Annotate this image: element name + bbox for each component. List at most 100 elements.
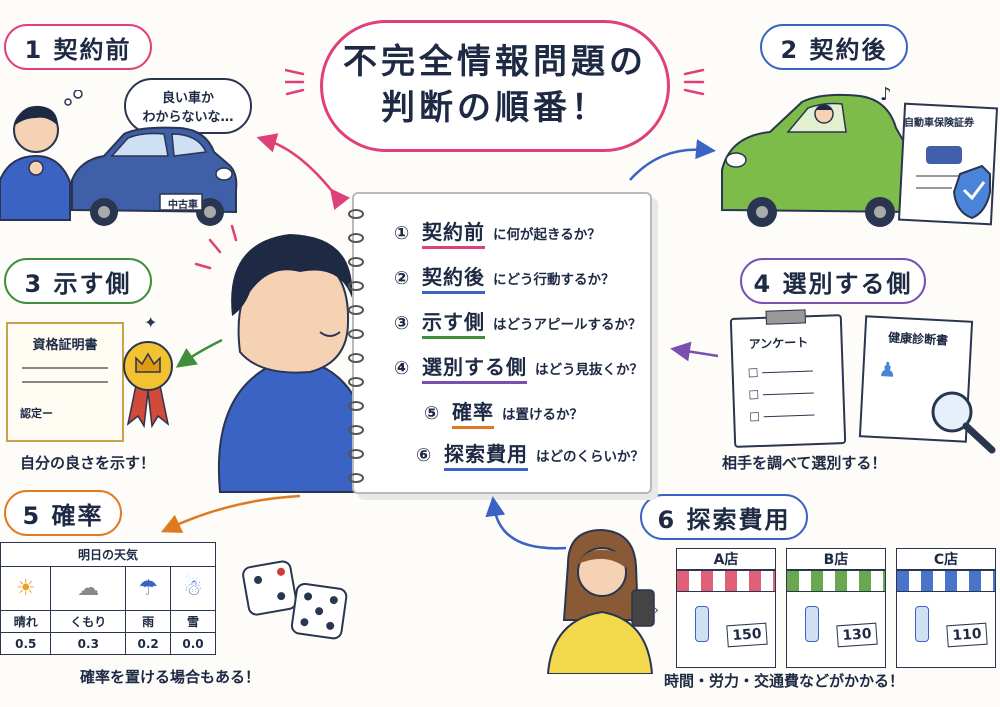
store-b-price: 130 xyxy=(836,622,878,648)
question-row-1: ① 契約前 に何が起きるか？ xyxy=(394,216,601,249)
store-b-awning xyxy=(786,570,886,592)
water-bottle-icon xyxy=(915,606,929,642)
section-6-title-bubble: 6 探索費用 xyxy=(640,494,808,540)
section-6-title: 6 探索費用 xyxy=(657,505,791,534)
weather-label: 雪 xyxy=(170,610,216,633)
section-3-title: 3 示す側 xyxy=(24,269,132,298)
question-number: ⑤ xyxy=(424,403,440,424)
weather-table: 明日の天気 ☀ ☁ ☂ ☃ 晴れ くもり 雨 雪 0.5 0.3 0.2 0.0 xyxy=(0,542,216,655)
blue-car-icon xyxy=(71,126,238,226)
title-line-1: 不完全情報問題の xyxy=(343,42,647,83)
arrow-to-section-4 xyxy=(670,341,719,362)
question-row-5: ⑤ 確率 は置けるか？ xyxy=(424,396,583,429)
store-b: B店 130 xyxy=(786,548,886,672)
question-text: に何が起きるか？ xyxy=(493,227,601,243)
section-6-caption: 時間・労力・交通費などがかかる！ xyxy=(664,672,905,690)
store-c-awning xyxy=(896,570,996,592)
section-4-title: 4 選別する側 xyxy=(753,269,913,298)
insured-car-scene: ♪ xyxy=(721,84,999,227)
title-sparkles xyxy=(285,68,705,96)
section-5-caption: 確率を置ける場合もある！ xyxy=(80,668,261,686)
store-a-price: 150 xyxy=(726,622,768,648)
section-4-title-bubble: 4 選別する側 xyxy=(740,258,926,304)
title-line-2: 判断の順番！ xyxy=(381,88,609,128)
music-note-icon: ♪ xyxy=(880,84,892,105)
notebook-spiral xyxy=(348,209,364,483)
section-5-title: 5 確率 xyxy=(22,501,104,530)
question-term: 契約後 xyxy=(422,261,485,294)
dice-icon xyxy=(242,560,348,640)
clipboard-title: アンケート xyxy=(748,335,809,352)
question-text: はどうアピールするか？ xyxy=(493,317,642,333)
question-row-4: ④ 選別する側 はどう見抜くか？ xyxy=(394,351,643,384)
thought-line-1: 良い車か xyxy=(161,91,214,106)
car-plate-label: 中古車 xyxy=(168,200,198,211)
section-1-title-bubble: 1 契約前 xyxy=(4,24,152,70)
question-term: 確率 xyxy=(452,396,494,429)
store-a-name: A店 xyxy=(676,548,776,570)
section-2-title-bubble: 2 契約後 xyxy=(760,24,908,70)
snowman-icon: ☃ xyxy=(170,566,216,611)
section-1-title: 1 契約前 xyxy=(24,35,132,64)
question-text: は置けるか？ xyxy=(502,407,583,423)
notebook: ① 契約前 に何が起きるか？ ② 契約後 にどう行動するか？ ③ 示す側 はどう… xyxy=(348,192,652,494)
store-c: C店 110 xyxy=(896,548,996,672)
thought-line-2: わからないな… xyxy=(142,110,234,125)
section-3-title-bubble: 3 示す側 xyxy=(4,258,152,304)
weather-label: 雨 xyxy=(125,610,172,633)
weather-table-title: 明日の天気 xyxy=(0,542,216,567)
certificate: 資格証明書 認定ー xyxy=(6,322,124,442)
section-5-title-bubble: 5 確率 xyxy=(4,490,122,536)
weather-prob: 0.2 xyxy=(125,632,172,655)
question-term: 探索費用 xyxy=(444,438,528,471)
store-a: A店 150 xyxy=(676,548,776,672)
sun-icon: ☀ xyxy=(0,566,52,611)
question-number: ① xyxy=(394,223,410,244)
question-number: ② xyxy=(394,268,410,289)
thinking-person-icon xyxy=(0,105,71,221)
weather-label: 晴れ xyxy=(0,610,52,633)
weather-prob: 0.0 xyxy=(170,632,216,655)
insurance-doc-title: 自動車保険証券 xyxy=(904,118,974,129)
weather-prob: 0.3 xyxy=(50,632,127,655)
certificate-line: 認定ー xyxy=(20,407,53,420)
question-number: ④ xyxy=(394,358,410,379)
magnifier-icon xyxy=(931,391,996,454)
svg-text:›: › xyxy=(654,603,659,617)
weather-prob: 0.5 xyxy=(0,632,52,655)
question-term: 契約前 xyxy=(422,216,485,249)
medal-icon: ✦ xyxy=(123,316,173,429)
section-4-caption: 相手を調べて選別する！ xyxy=(722,454,887,472)
woman-with-phone-icon: › xyxy=(546,528,659,674)
umbrella-icon: ☂ xyxy=(125,566,172,611)
question-row-6: ⑥ 探索費用 はどのくらいか？ xyxy=(416,438,644,471)
person-figure-icon: ♟ xyxy=(877,357,898,382)
question-term: 示す側 xyxy=(422,306,485,339)
checklist: ☐ ───────☐ ───────☐ ─────── xyxy=(747,364,815,425)
question-number: ⑥ xyxy=(416,445,432,466)
section-3-caption: 自分の良さを示す！ xyxy=(20,454,156,472)
water-bottle-icon xyxy=(695,606,709,642)
store-c-name: C店 xyxy=(896,548,996,570)
certificate-title: 資格証明書 xyxy=(32,338,98,353)
question-row-2: ② 契約後 にどう行動するか？ xyxy=(394,261,615,294)
weather-label: くもり xyxy=(50,610,127,633)
question-row-3: ③ 示す側 はどうアピールするか？ xyxy=(394,306,642,339)
water-bottle-icon xyxy=(805,606,819,642)
question-text: はどのくらいか？ xyxy=(536,449,644,465)
green-car-icon xyxy=(721,93,916,227)
question-text: にどう行動するか？ xyxy=(493,272,615,288)
store-a-awning xyxy=(676,570,776,592)
title-cloud: 不完全情報問題の 判断の順番！ xyxy=(320,20,670,152)
arrow-to-section-1 xyxy=(256,133,351,211)
clipboard: アンケート ☐ ───────☐ ───────☐ ─────── xyxy=(729,309,847,448)
shield-icon xyxy=(952,164,991,220)
question-number: ③ xyxy=(394,313,410,334)
store-b-name: B店 xyxy=(786,548,886,570)
health-doc-title: 健康診断書 xyxy=(887,330,949,348)
store-c-price: 110 xyxy=(946,622,988,648)
svg-text:✦: ✦ xyxy=(144,316,157,332)
used-car-scene xyxy=(0,90,238,226)
thought-bubble: 良い車か わからないな… xyxy=(124,78,252,134)
cloud-icon: ☁ xyxy=(50,566,127,611)
